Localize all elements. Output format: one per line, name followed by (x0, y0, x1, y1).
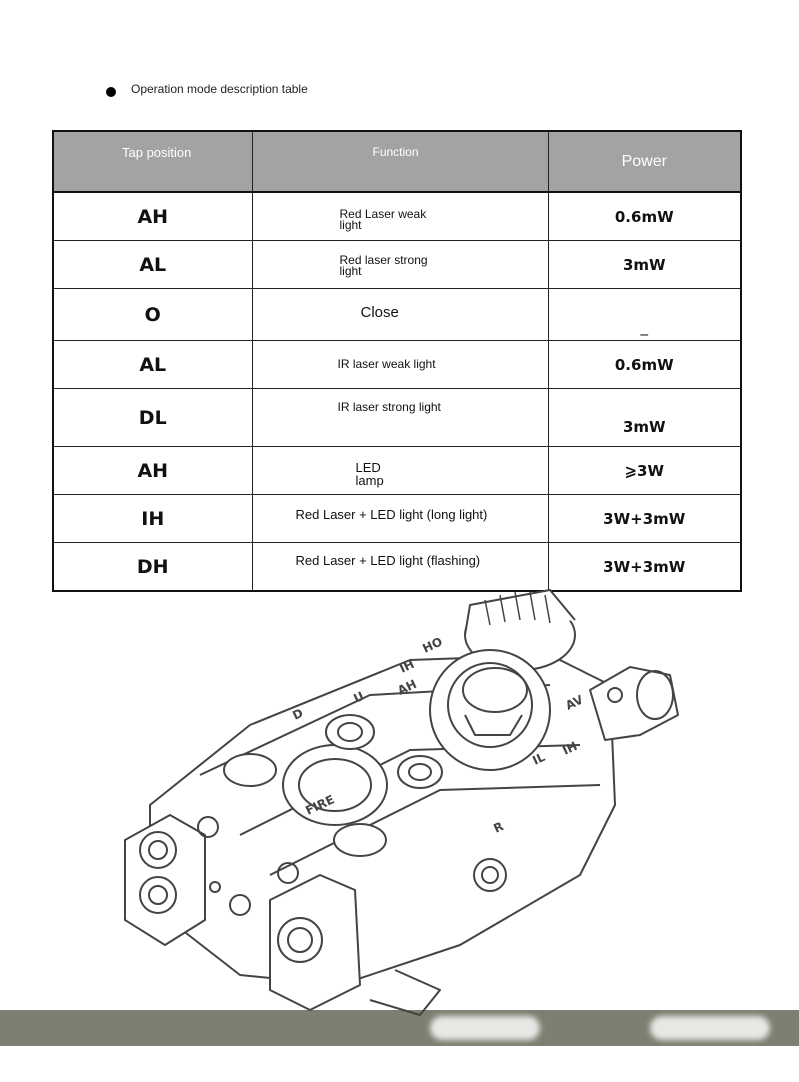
bottom-band (0, 1010, 799, 1046)
header-function: Function (251, 130, 549, 193)
power-cell: 3mW (547, 388, 742, 447)
table-header-row: Tap position Function Power (52, 130, 742, 193)
function-cell: IR laser strong light (251, 388, 549, 447)
tap-cell: AH (52, 191, 253, 241)
function-cell: Red Laser + LED light (long light) (251, 494, 549, 543)
table-row: AH LED lamp ⩾3W (52, 446, 742, 495)
function-text: IR laser weak light (337, 357, 436, 371)
function-text: IR laser strong light (337, 400, 441, 414)
power-cell: _ (547, 288, 742, 341)
function-text: Red Laser + LED light (flashing) (295, 553, 481, 568)
function-cell: IR laser weak light (251, 340, 549, 389)
power-text: _ (640, 318, 649, 336)
device-label: IH (560, 739, 579, 758)
function-cell: Close (251, 288, 549, 341)
function-text: Close (360, 304, 399, 321)
tap-cell: O (52, 288, 253, 341)
table-row: AH Red Laser weak light 0.6mW (52, 191, 742, 241)
table-row: DL IR laser strong light 3mW (52, 388, 742, 447)
tap-cell: AL (52, 240, 253, 289)
table-row: O Close _ (52, 288, 742, 341)
device-label: IH (397, 657, 416, 676)
function-text: Red laser strong light (339, 253, 428, 278)
power-cell: 0.6mW (547, 191, 742, 241)
function-cell: Red laser strong light (251, 240, 549, 289)
power-cell: ⩾3W (547, 446, 742, 495)
table-row: DH Red Laser + LED light (flashing) 3W+3… (52, 542, 742, 592)
band-highlight (650, 1016, 770, 1040)
tap-cell: IH (52, 494, 253, 543)
header-power: Power (547, 130, 742, 193)
tap-cell: AH (52, 446, 253, 495)
function-cell: LED lamp (251, 446, 549, 495)
device-label: HO (420, 634, 444, 655)
laser-device-illustration: FIRE D U AH IH HO IL IH AV R (124, 589, 679, 1016)
function-text: LED lamp (355, 460, 384, 488)
tap-cell: DH (52, 542, 253, 592)
function-cell: Red Laser weak light (251, 191, 549, 241)
table-row: AL IR laser weak light 0.6mW (52, 340, 742, 389)
function-text: Red Laser + LED light (long light) (295, 507, 488, 522)
function-cell: Red Laser + LED light (flashing) (251, 542, 549, 592)
table-row: AL Red laser strong light 3mW (52, 240, 742, 289)
tap-cell: DL (52, 388, 253, 447)
power-cell: 3mW (547, 240, 742, 289)
band-highlight (430, 1016, 540, 1040)
operation-mode-table: Tap position Function Power AH Red Laser… (52, 130, 742, 592)
page-heading: Operation mode description table (131, 82, 308, 96)
power-cell: 3W+3mW (547, 542, 742, 592)
power-cell: 3W+3mW (547, 494, 742, 543)
function-text: Red Laser weak light (339, 207, 427, 232)
power-cell: 0.6mW (547, 340, 742, 389)
header-tap-position: Tap position (52, 130, 253, 193)
bullet-dot (106, 87, 116, 97)
tap-cell: AL (52, 340, 253, 389)
device-label: IL (530, 750, 547, 768)
table-row: IH Red Laser + LED light (long light) 3W… (52, 494, 742, 543)
